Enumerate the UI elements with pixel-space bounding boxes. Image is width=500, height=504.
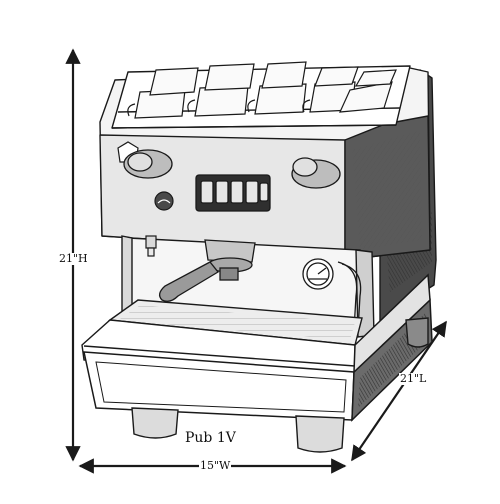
length-dimension-line xyxy=(351,320,447,462)
model-name-label: Pub 1V xyxy=(185,430,236,446)
group-head xyxy=(204,239,256,281)
foot-front-left xyxy=(131,407,179,439)
dose-button-1 xyxy=(200,180,214,204)
hot-water-spout xyxy=(145,235,157,257)
control-panel xyxy=(195,174,271,212)
dose-button-2 xyxy=(215,180,229,204)
steam-knob-right xyxy=(291,157,341,189)
dose-button-3 xyxy=(230,180,244,204)
cup-warmer-cups xyxy=(127,61,397,119)
machine-feet xyxy=(131,317,429,453)
steam-knob-left xyxy=(123,149,173,179)
foot-front-right xyxy=(295,415,345,453)
pressure-gauge-icon xyxy=(302,258,334,290)
dose-button-5 xyxy=(259,182,269,202)
foot-rear-right xyxy=(405,317,429,348)
length-dimension-label: 21"L xyxy=(399,372,428,385)
height-dimension-label: 21"H xyxy=(58,252,89,265)
dose-button-4 xyxy=(245,180,259,204)
width-dimension-label: 15"W xyxy=(199,459,232,472)
steam-wand xyxy=(337,261,362,331)
portafilter-handle[interactable] xyxy=(158,261,219,302)
